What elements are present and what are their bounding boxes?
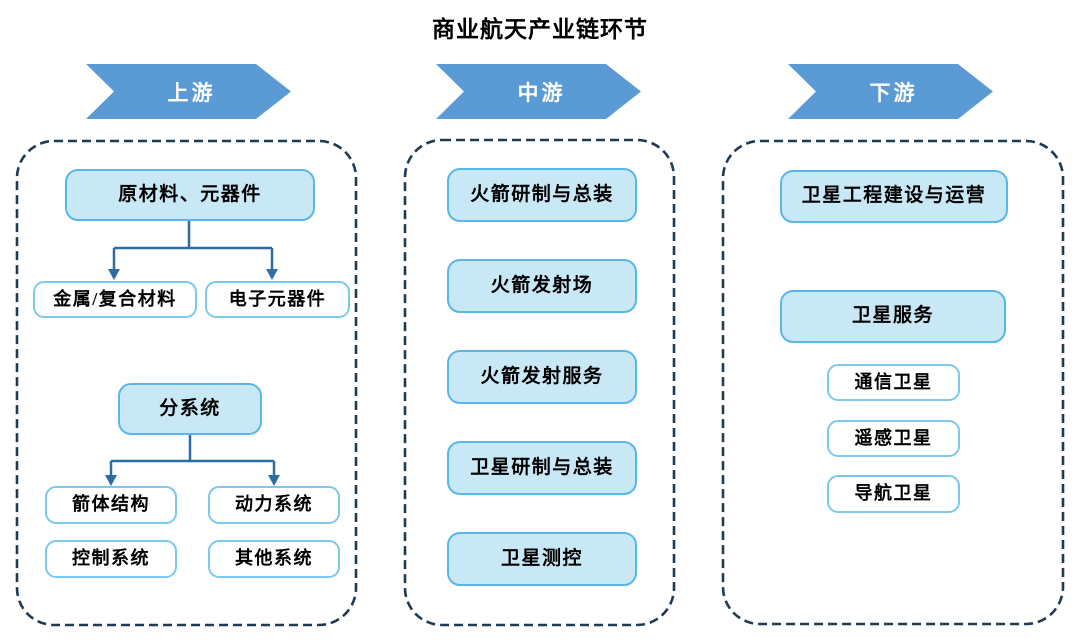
node-navigation-satellite: 导航卫星	[827, 475, 960, 513]
chevron-arrow-icon	[436, 64, 641, 119]
chevron-arrow-icon	[86, 64, 291, 119]
node-remote-sensing-satellite: 遥感卫星	[827, 420, 960, 457]
node-metal-composite-materials: 金属/复合材料	[33, 281, 197, 318]
node-raw-materials-components: 原材料、元器件	[65, 169, 315, 221]
node-rocket-development-assembly: 火箭研制与总装	[447, 168, 637, 222]
node-propulsion-system: 动力系统	[208, 486, 340, 524]
node-control-system: 控制系统	[45, 540, 177, 578]
arrowhead-down-icon	[108, 269, 120, 280]
banner-upstream: 上游	[86, 64, 291, 119]
node-rocket-launch-site: 火箭发射场	[447, 259, 637, 313]
banner-downstream-label: 下游	[869, 80, 918, 105]
banner-upstream-label: 上游	[167, 80, 216, 105]
downstream-dashed-container	[721, 139, 1065, 626]
node-satellite-services: 卫星服务	[780, 290, 1006, 343]
node-electronic-components: 电子元器件	[205, 281, 350, 318]
upstream-dashed-container	[15, 139, 358, 627]
midstream-dashed-container	[403, 138, 676, 627]
arrowhead-down-icon	[268, 475, 280, 486]
chevron-arrow-icon	[788, 64, 993, 119]
node-satellite-engineering-operation: 卫星工程建设与运营	[780, 170, 1008, 223]
node-subsystems: 分系统	[118, 383, 262, 435]
banner-downstream: 下游	[788, 64, 993, 119]
node-rocket-body-structure: 箭体结构	[45, 486, 177, 524]
tree1-connector-lines	[108, 221, 278, 280]
node-satellite-tracking-control: 卫星测控	[447, 532, 637, 586]
node-satellite-development-assembly: 卫星研制与总装	[447, 441, 637, 495]
node-other-systems: 其他系统	[208, 540, 340, 578]
arrowhead-down-icon	[105, 475, 117, 486]
node-rocket-launch-services: 火箭发射服务	[447, 350, 637, 404]
diagram-title: 商业航天产业链环节	[432, 17, 648, 42]
tree2-connector-lines	[105, 435, 280, 486]
node-communication-satellite: 通信卫星	[827, 364, 960, 401]
banner-midstream-label: 中游	[517, 80, 566, 105]
banner-midstream: 中游	[436, 64, 641, 119]
arrowhead-down-icon	[266, 269, 278, 280]
